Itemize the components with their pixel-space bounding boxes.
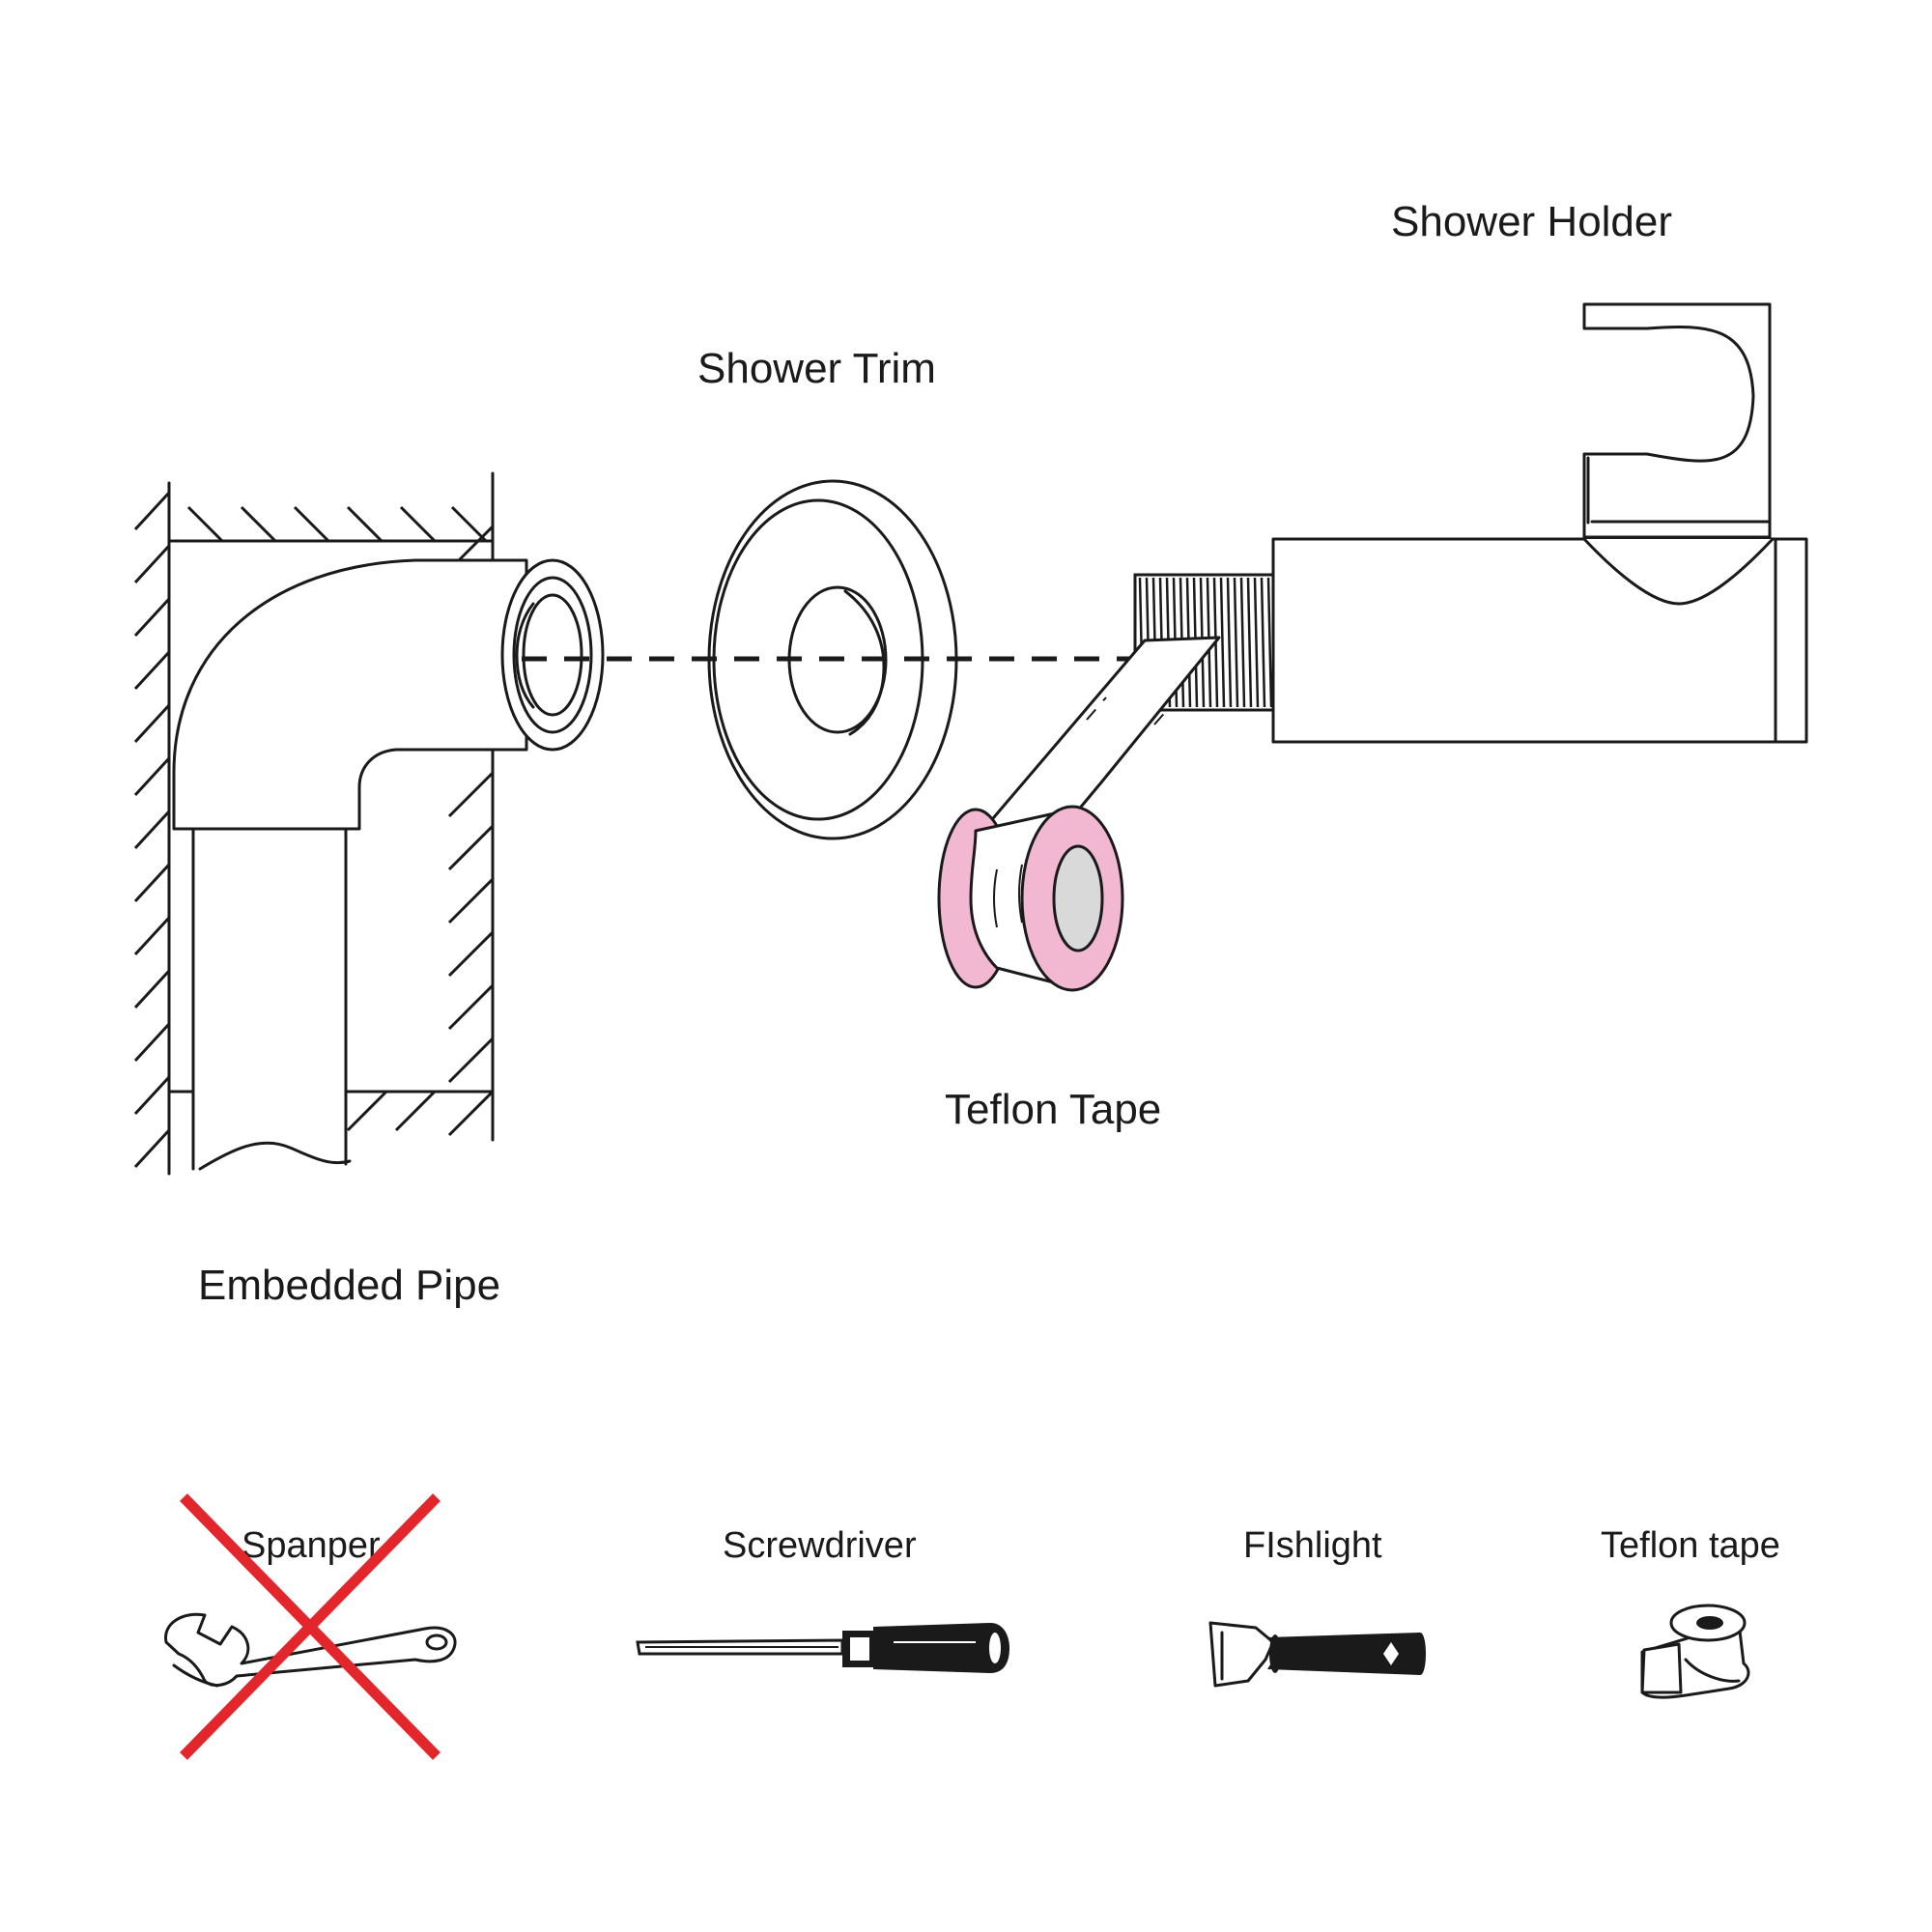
thread-line bbox=[1266, 577, 1273, 708]
tool-label-flashlight: FIshlight bbox=[1243, 1525, 1382, 1566]
teflon-tape-icon bbox=[1640, 1604, 1750, 1699]
tool-label-teflon-tape: Teflon tape bbox=[1601, 1525, 1780, 1566]
wrench-icon bbox=[164, 1612, 457, 1688]
thread-line bbox=[1246, 577, 1253, 708]
shower-holder-illustration bbox=[1133, 302, 1808, 744]
tool-label-spanner: Spanper bbox=[242, 1525, 381, 1566]
tape-roll-core bbox=[1052, 844, 1104, 952]
thread-line bbox=[1253, 577, 1260, 708]
wall-hatching-right bbox=[346, 771, 495, 1137]
prohibited-x-icon bbox=[180, 1493, 440, 1760]
embedded-pipe-illustration bbox=[133, 471, 605, 1176]
shower-trim-label: Shower Trim bbox=[697, 345, 936, 392]
flashlight-icon bbox=[1208, 1621, 1426, 1688]
thread-line bbox=[1239, 577, 1246, 708]
thread-line bbox=[1219, 577, 1226, 708]
wall-hatching-top bbox=[186, 505, 495, 567]
shower-holder-label: Shower Holder bbox=[1391, 198, 1672, 245]
thread-line bbox=[1226, 577, 1233, 708]
thread-line bbox=[1233, 577, 1239, 708]
teflon-tape-illustration bbox=[937, 636, 1221, 992]
embedded-pipe-label: Embedded Pipe bbox=[198, 1262, 500, 1309]
tool-label-screwdriver: Screwdriver bbox=[723, 1525, 917, 1566]
teflon-tape-label: Teflon Tape bbox=[945, 1086, 1161, 1133]
thread-line bbox=[1260, 577, 1266, 708]
screwdriver-icon bbox=[636, 1623, 1009, 1673]
wall-hatching-left bbox=[133, 491, 171, 1169]
